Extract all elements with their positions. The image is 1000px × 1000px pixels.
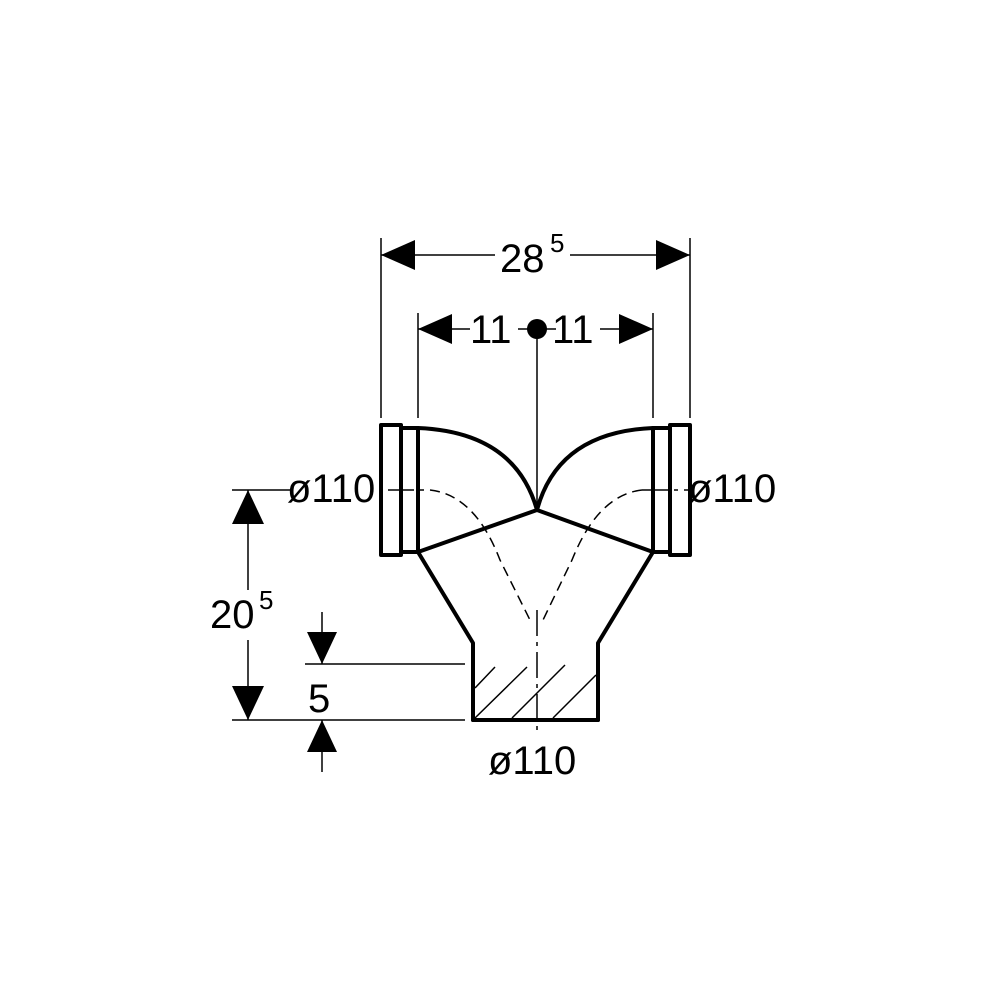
spigot-hatching — [474, 664, 597, 719]
overall-width-value: 28 — [500, 237, 545, 281]
overall-width-dimension: 28 5 — [381, 228, 690, 281]
right-branch-center-line — [542, 489, 643, 621]
outlet-diameter: ø110 — [488, 739, 576, 783]
height-dimension: 20 5 — [210, 490, 273, 720]
socket-depth-value: 5 — [308, 677, 330, 721]
left-inlet-diameter: ø110 — [287, 467, 375, 511]
extension-lines — [232, 238, 691, 721]
spacing-left-value: 11 — [470, 308, 512, 352]
socket-depth-dimension: 5 — [307, 612, 337, 772]
depth-arrow-top — [307, 632, 337, 664]
center-lines — [388, 330, 688, 730]
fitting-outline — [379, 423, 692, 722]
overall-width-arrow-left — [381, 240, 415, 270]
right-branch-flank — [596, 550, 655, 722]
spacing-arrow-right — [619, 314, 653, 344]
overall-width-superscript: 5 — [550, 228, 564, 258]
spacing-arrow-left — [418, 314, 452, 344]
left-branch-center-line — [429, 489, 531, 621]
overall-width-arrow-right — [656, 240, 690, 270]
height-value: 20 — [210, 593, 255, 637]
right-inlet-diameter: ø110 — [688, 467, 776, 511]
left-branch-flank — [416, 550, 475, 722]
height-superscript: 5 — [259, 585, 273, 615]
spacing-right-value: 11 — [552, 308, 594, 352]
branch-spacing-dimension: 11 11 — [418, 308, 653, 352]
center-point-marker — [527, 319, 547, 339]
diameter-labels: ø110 ø110 ø110 — [287, 467, 776, 783]
depth-arrow-bottom — [307, 720, 337, 752]
height-arrow-top — [232, 490, 264, 524]
height-arrow-bottom — [232, 686, 264, 720]
left-branch-lower-edge — [416, 508, 655, 554]
left-elbow-upper-edge — [416, 426, 539, 512]
right-elbow-upper-edge — [535, 426, 655, 512]
